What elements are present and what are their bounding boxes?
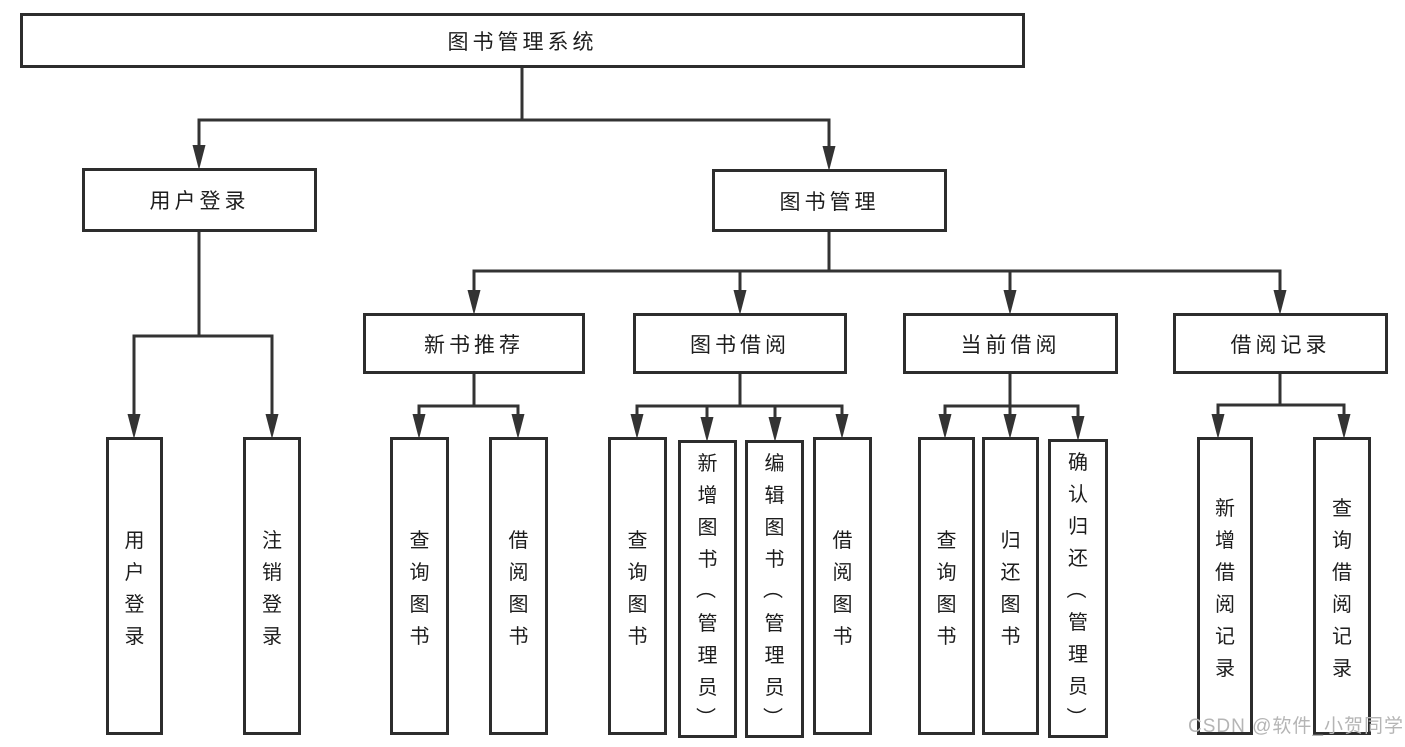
node-add-borrow-record: 新增借阅记录 xyxy=(1197,437,1253,735)
node-return-books: 归还图书 xyxy=(982,437,1039,735)
node-book-borrow: 图书借阅 xyxy=(633,313,847,374)
node-library-system: 图书管理系统 xyxy=(20,13,1025,68)
node-query-borrow-record: 查询借阅记录 xyxy=(1313,437,1371,735)
node-edit-book-admin: 编辑图书（管理员） xyxy=(745,440,804,738)
node-query-books-recommend: 查询图书 xyxy=(390,437,449,735)
node-user-login-action: 用户登录 xyxy=(106,437,163,735)
node-query-books-borrow: 查询图书 xyxy=(608,437,667,735)
node-book-management: 图书管理 xyxy=(712,169,947,232)
node-borrow-books-recommend: 借阅图书 xyxy=(489,437,548,735)
node-user-login: 用户登录 xyxy=(82,168,317,232)
node-borrow-records: 借阅记录 xyxy=(1173,313,1388,374)
node-confirm-return-admin: 确认归还（管理员） xyxy=(1048,439,1108,738)
node-query-books-current: 查询图书 xyxy=(918,437,975,735)
node-current-borrow: 当前借阅 xyxy=(903,313,1118,374)
node-logout: 注销登录 xyxy=(243,437,301,735)
node-borrow-books-action: 借阅图书 xyxy=(813,437,872,735)
node-add-book-admin: 新增图书（管理员） xyxy=(678,440,737,738)
node-new-book-recommend: 新书推荐 xyxy=(363,313,585,374)
watermark: CSDN @软件_小贺同学 xyxy=(1188,716,1404,737)
